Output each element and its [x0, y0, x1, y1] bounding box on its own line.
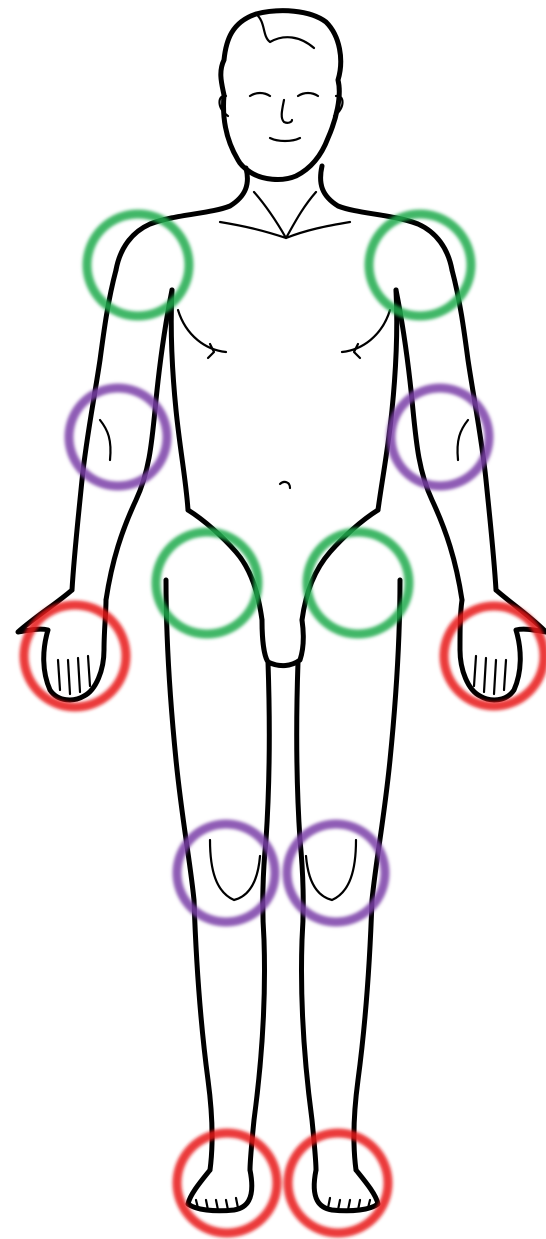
right-foot-marker — [288, 1133, 388, 1233]
joint-markers — [24, 214, 544, 1233]
head — [220, 11, 343, 180]
left-foot — [188, 1170, 252, 1211]
torso — [171, 290, 397, 666]
right-foot — [314, 1170, 378, 1211]
right-elbow-marker — [391, 388, 489, 486]
left-arm — [72, 270, 172, 600]
left-wrist-hand-marker — [24, 605, 126, 707]
left-hip-marker — [156, 532, 258, 634]
right-shoulder-marker — [369, 214, 471, 316]
right-hip-marker — [307, 532, 409, 634]
left-foot-marker — [177, 1133, 277, 1233]
